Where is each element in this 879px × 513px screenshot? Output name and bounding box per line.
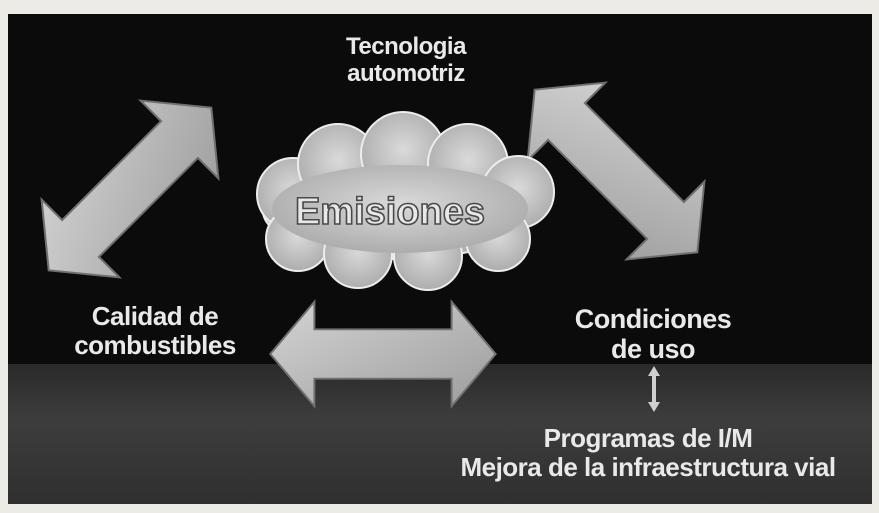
bottom-label: Programas de I/M Mejora de la infraestru… <box>428 423 868 483</box>
bottom-label-line-2: Mejora de la infraestructura vial <box>460 452 836 483</box>
left-diagonal-double-arrow <box>8 67 252 311</box>
left-label-line-2: combustibles <box>74 330 236 361</box>
vertical-connector-arrow <box>648 366 660 412</box>
right-label-line-2: de uso <box>610 334 696 365</box>
bottom-label-line-1: Programas de I/M <box>543 423 753 453</box>
top-label-line-2: automotriz <box>347 59 465 87</box>
top-label-line-1: Tecnologia <box>346 33 466 60</box>
left-label: Calidad de combustibles <box>40 301 270 361</box>
emissions-label: Emisiones <box>295 191 485 233</box>
right-label: Condiciones de uso <box>548 304 758 364</box>
top-label: Tecnologia automotriz <box>276 33 536 88</box>
emissions-cloud <box>256 111 555 291</box>
right-label-line-1: Condiciones <box>574 304 732 334</box>
bottom-band <box>8 364 872 504</box>
diagram-panel: Emisiones Tecnologia automotriz Calidad … <box>8 14 872 504</box>
diagram-canvas: Emisiones <box>8 49 738 412</box>
left-label-line-1: Calidad de <box>91 301 219 331</box>
horizontal-double-arrow <box>269 300 497 408</box>
